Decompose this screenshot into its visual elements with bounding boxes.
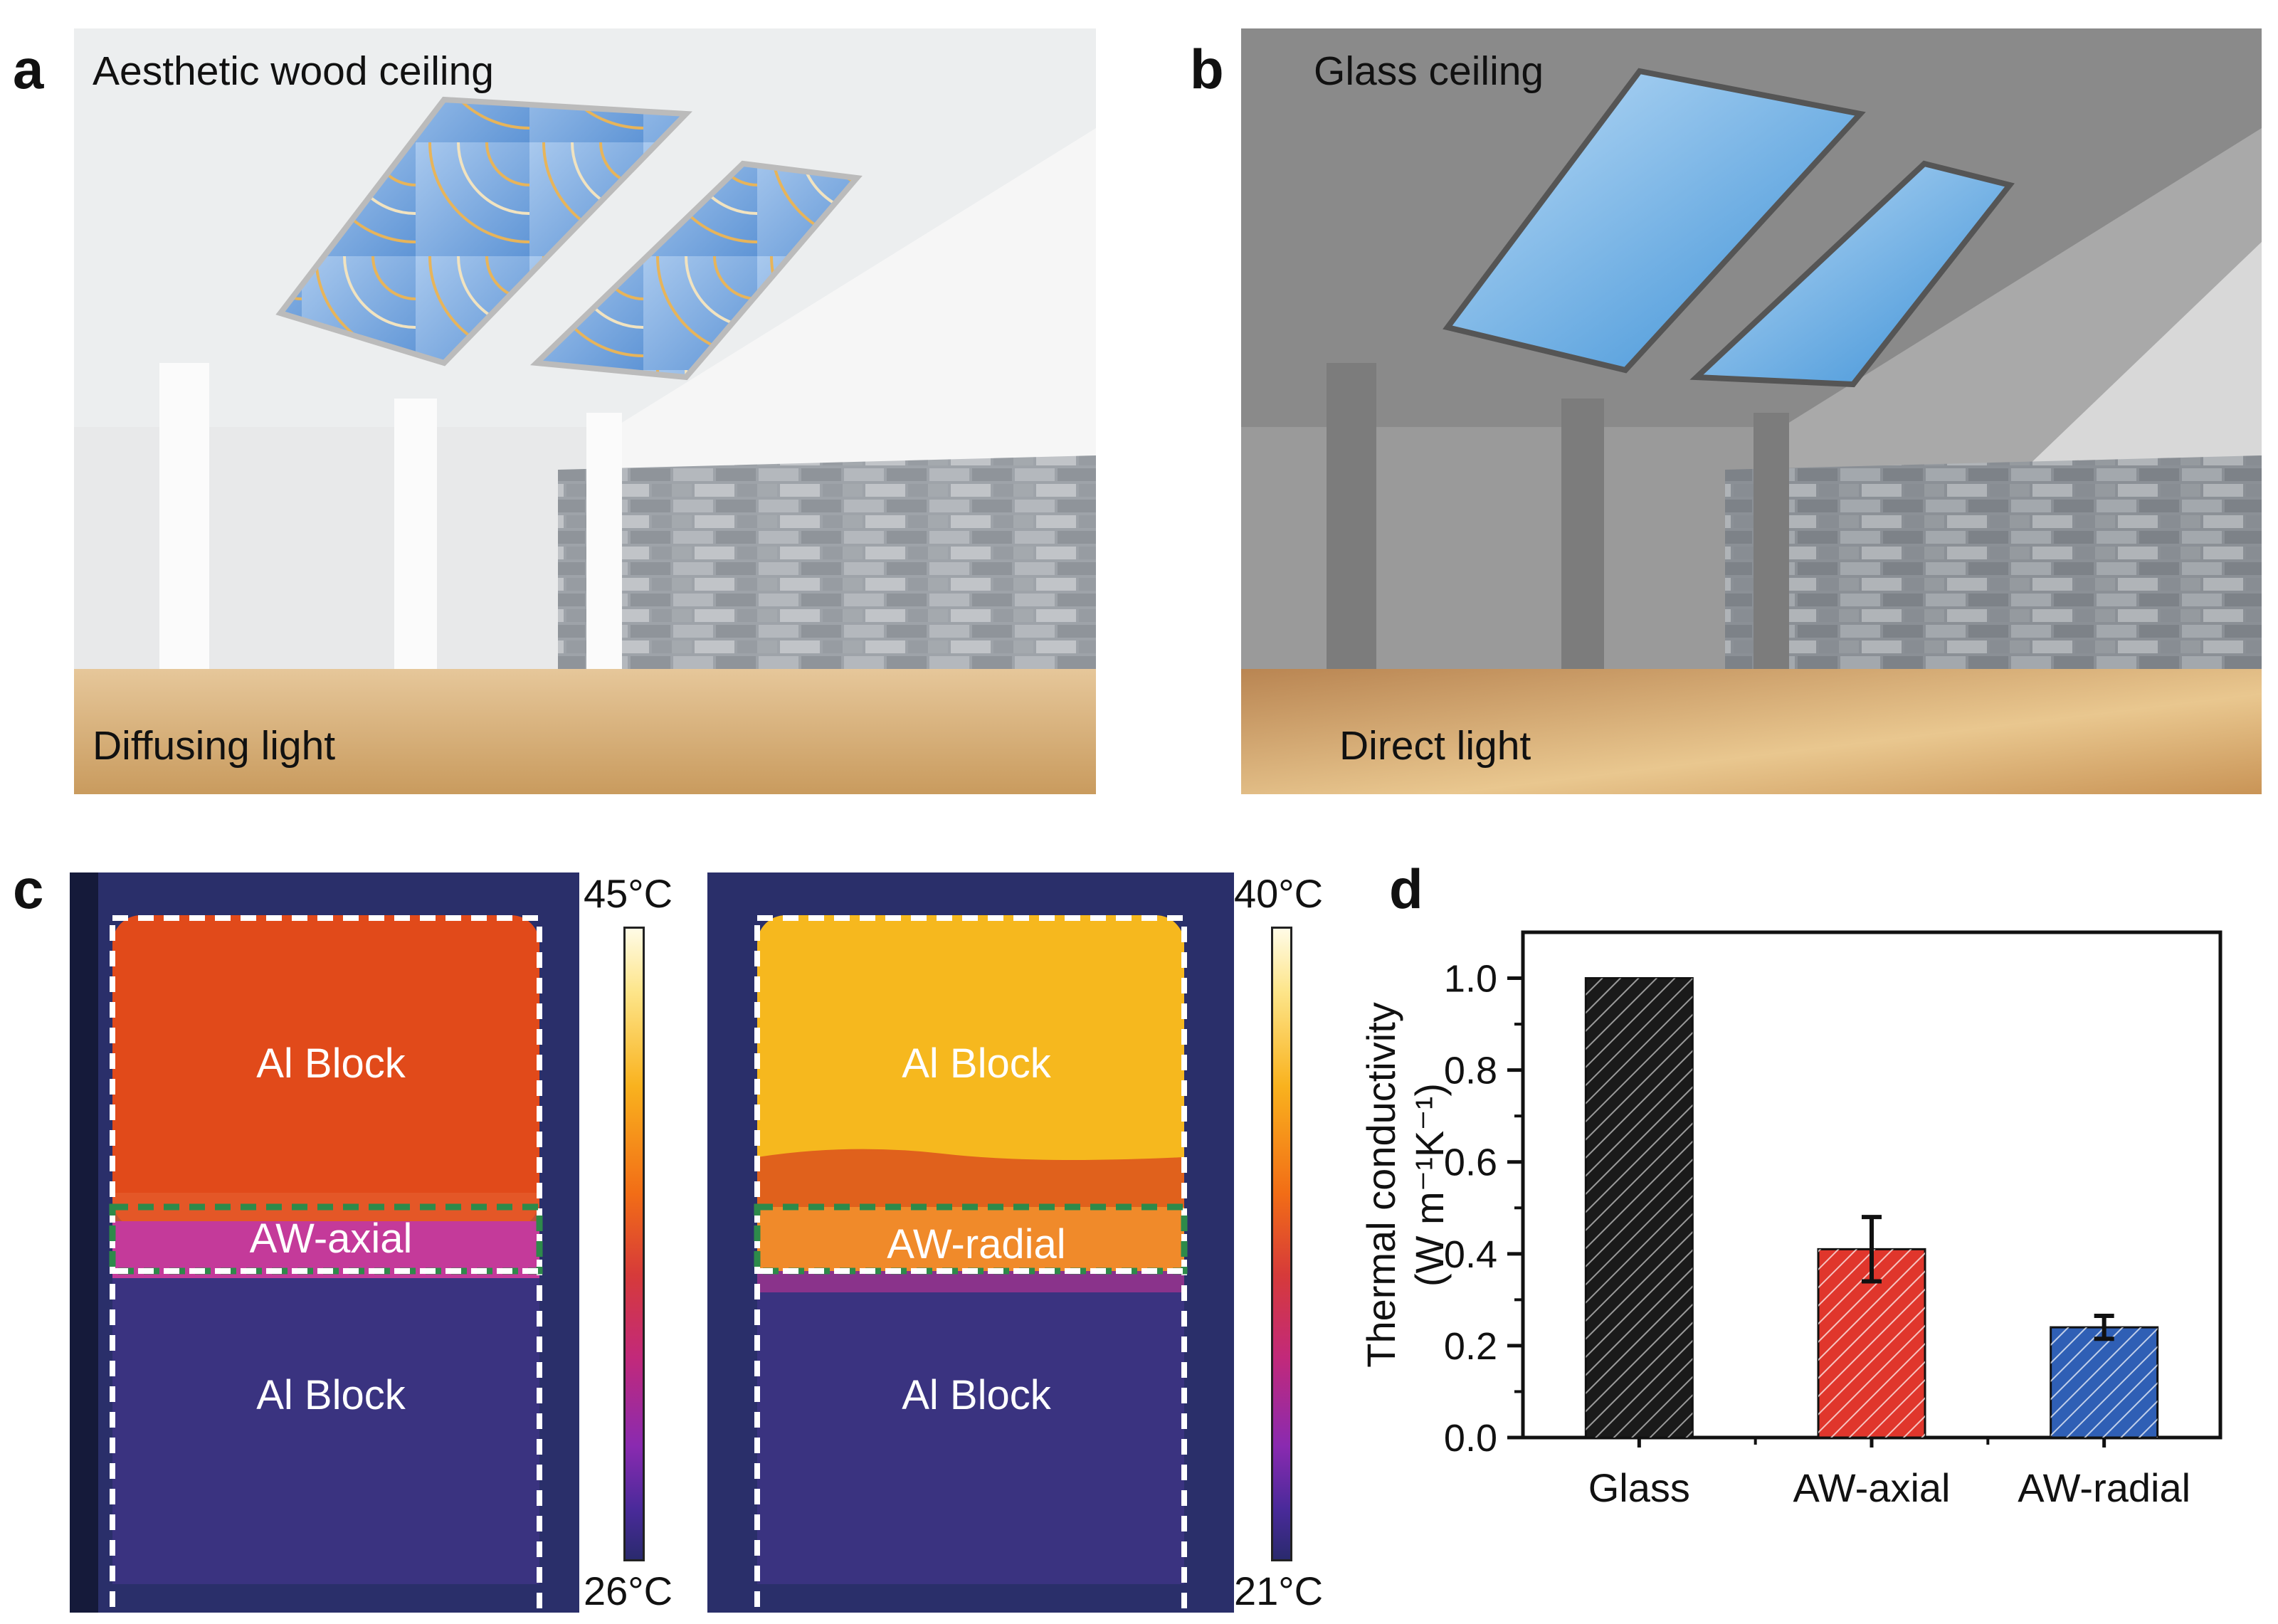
panel-a-caption: Diffusing light: [93, 723, 336, 769]
x-tick-label: AW-axial: [1793, 1465, 1951, 1510]
axial-scale-min: 26°C: [584, 1568, 673, 1613]
panel-letter-b: b: [1190, 38, 1224, 100]
panel-b-title: Glass ceiling: [1314, 48, 1544, 94]
bar-hatch: [1586, 978, 1693, 1438]
radial-top-block-label: Al Block: [902, 1040, 1051, 1087]
y-tick-label: 0.4: [1444, 1233, 1497, 1276]
y-axis-label: Thermal conductivity: [1359, 1002, 1403, 1368]
panel-a-title: Aesthetic wood ceiling: [93, 48, 494, 94]
radial-middle-label: AW-radial: [887, 1221, 1066, 1267]
y-tick-label: 0.2: [1444, 1325, 1497, 1368]
radial-scale-max: 40°C: [1234, 871, 1324, 916]
panel-letter-c: c: [13, 858, 44, 920]
axial-scale-max: 45°C: [584, 871, 673, 916]
render-glass-ceiling-room: [1241, 28, 2262, 794]
radial-bottom-block-label: Al Block: [902, 1372, 1051, 1418]
panel-letter-d: d: [1389, 858, 1423, 920]
bar-hatch: [2050, 1327, 2158, 1438]
y-tick-label: 0.6: [1444, 1141, 1497, 1184]
axial-colorbar: [623, 927, 645, 1561]
render-aesthetic-wood-room: [74, 28, 1096, 794]
thermal-image-axial: [70, 872, 579, 1613]
thermal-conductivity-bar-chart: 0.0 0.2 0.4 0.6 0.8 1.0 Glass AW-axial AW-radia…: [1359, 930, 2222, 1510]
axial-middle-label: AW-axial: [249, 1216, 413, 1262]
radial-colorbar: [1271, 927, 1292, 1561]
y-tick-label: 0.0: [1444, 1417, 1497, 1460]
thermal-image-radial: [707, 872, 1234, 1613]
panel-letter-a: a: [13, 38, 44, 100]
panel-b-caption: Direct light: [1339, 723, 1531, 769]
y-axis-unit: (W m⁻¹K⁻¹): [1407, 1083, 1452, 1287]
x-tick-label: Glass: [1588, 1465, 1690, 1510]
y-tick-label: 0.8: [1444, 1050, 1497, 1092]
axial-top-block-label: Al Block: [256, 1040, 406, 1087]
x-tick-label: AW-radial: [2018, 1465, 2190, 1510]
radial-scale-min: 21°C: [1234, 1568, 1324, 1613]
axial-bottom-block-label: Al Block: [256, 1372, 406, 1418]
y-tick-label: 1.0: [1444, 958, 1497, 1001]
